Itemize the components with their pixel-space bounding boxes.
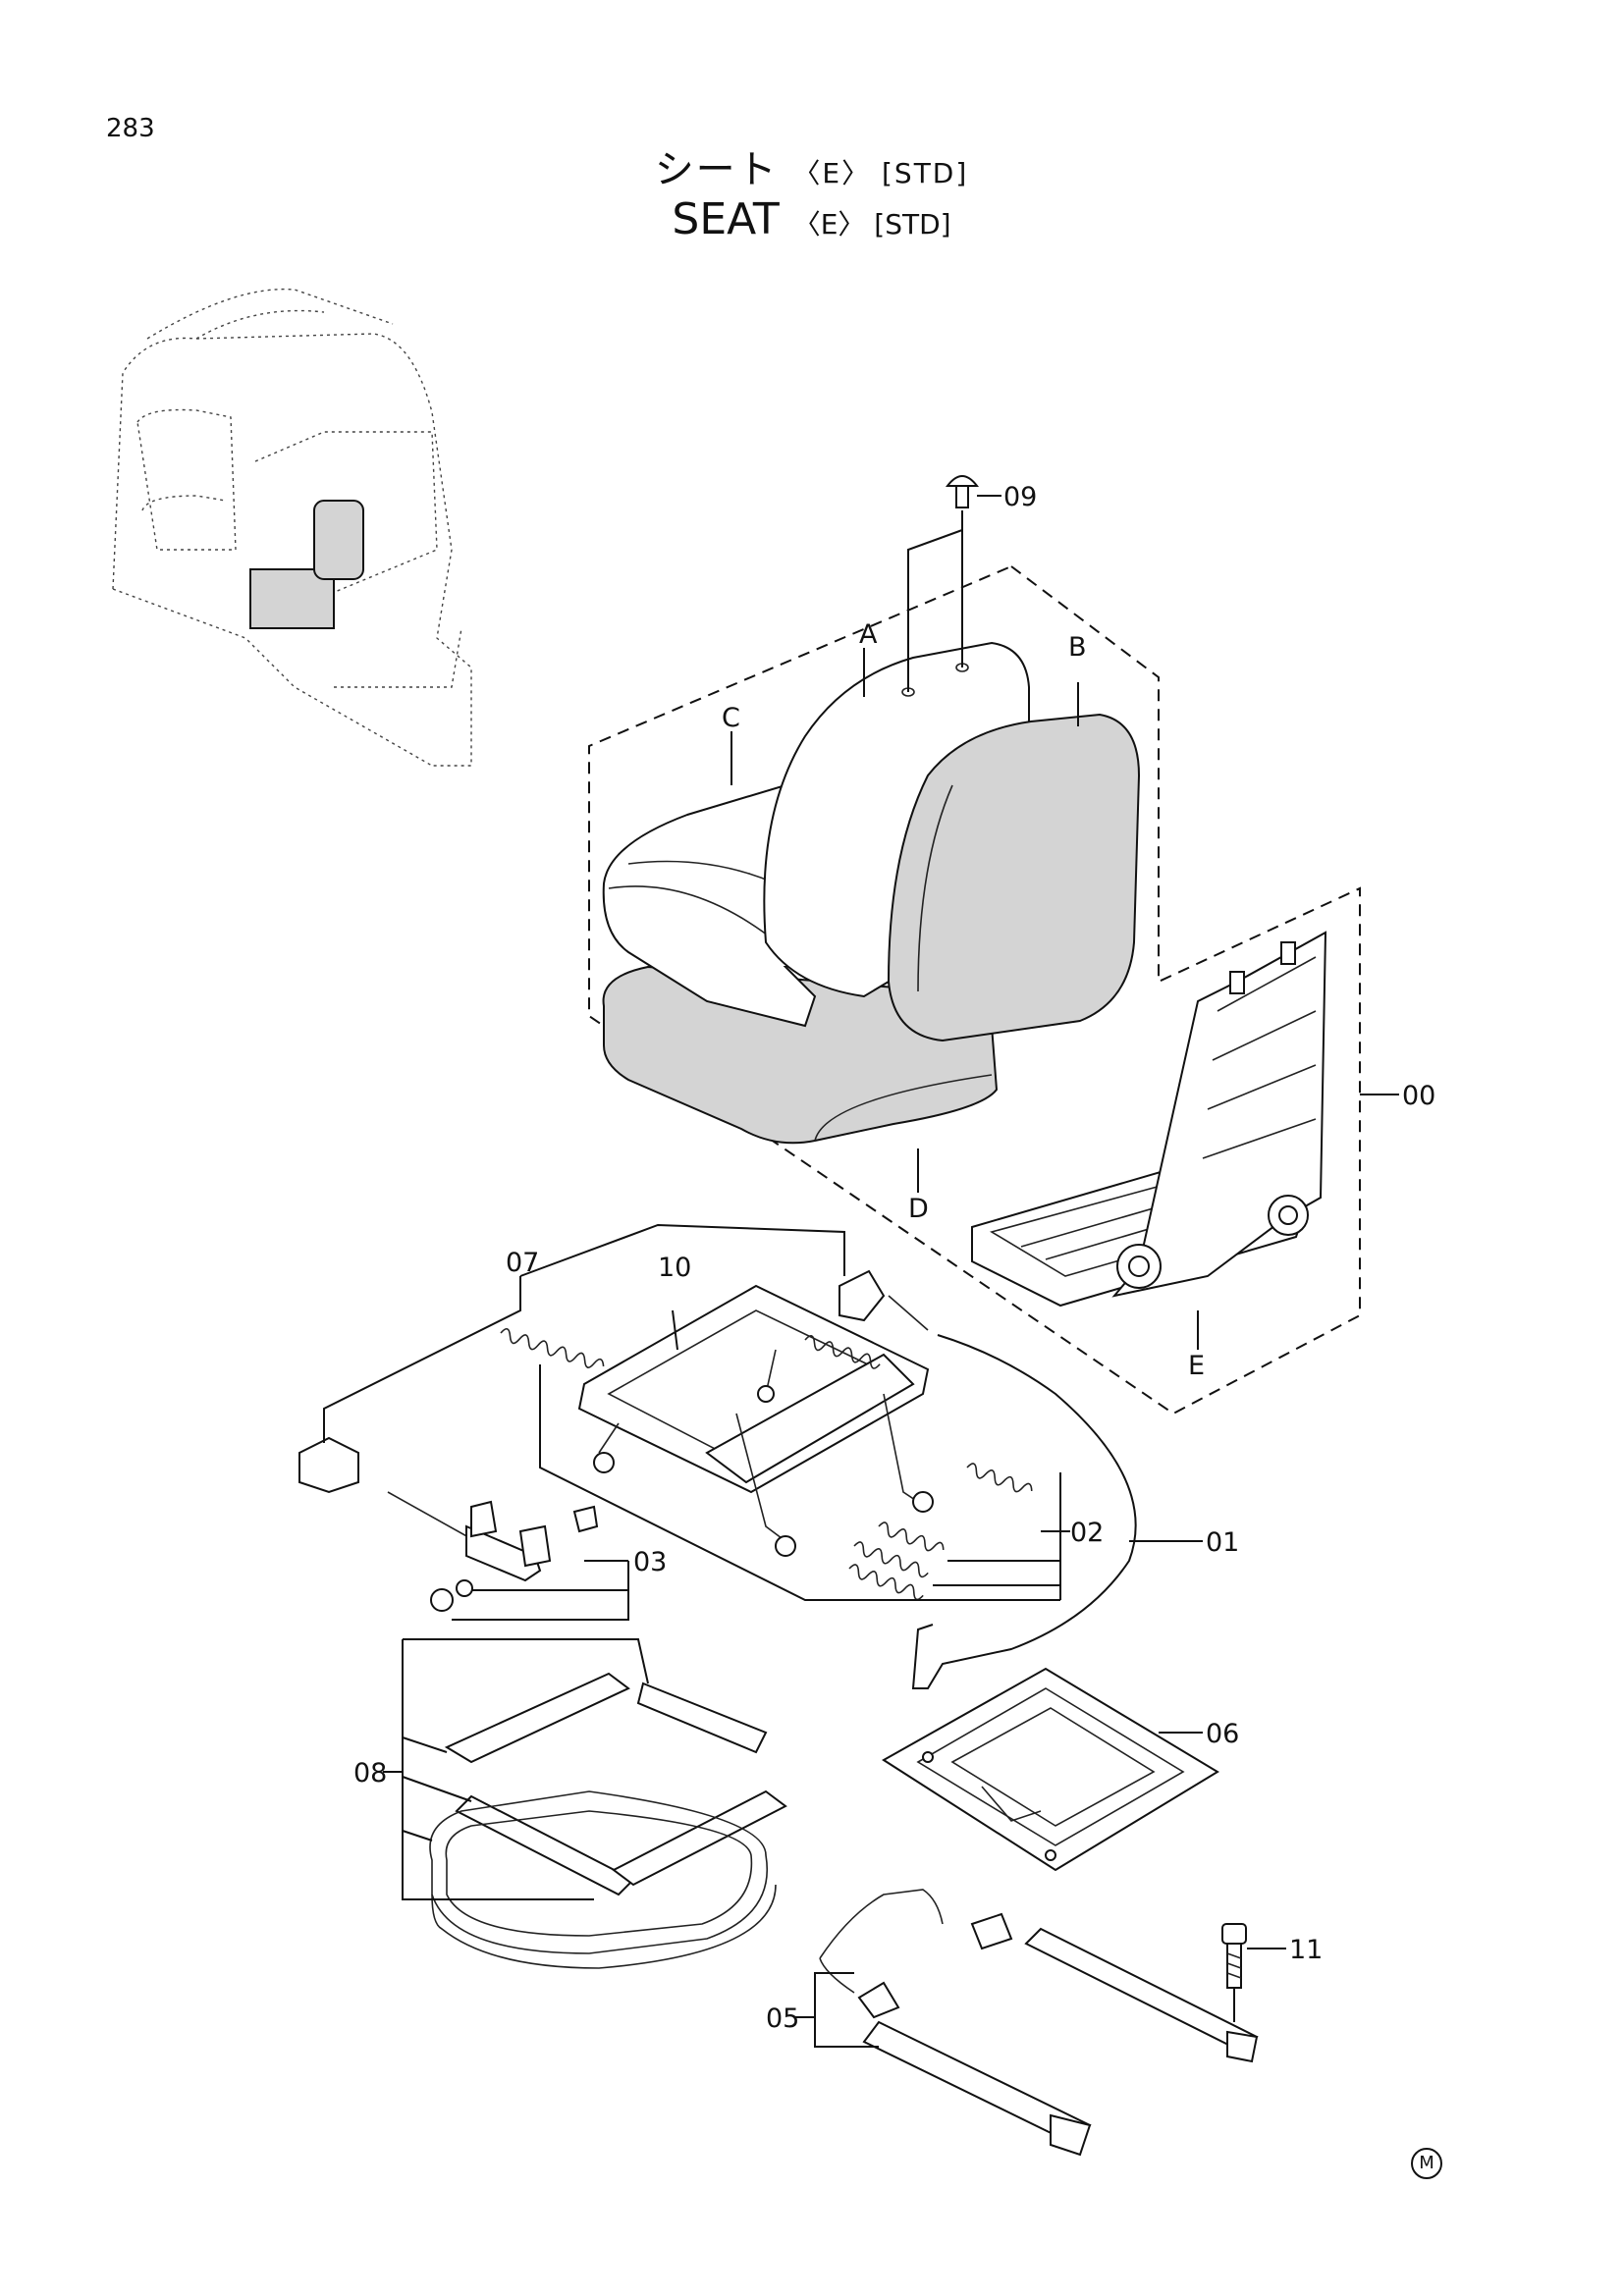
corner-mark: M <box>1411 2148 1442 2179</box>
cab-locator-sketch <box>112 288 472 767</box>
label-07: 07 <box>506 1248 539 1278</box>
title-ja-suffix: 〈E〉 [STD] <box>792 157 969 189</box>
label-09: 09 <box>1003 482 1037 512</box>
leader-lines <box>323 495 1399 2048</box>
seat-frame <box>971 931 1327 1308</box>
label-02: 02 <box>1070 1518 1104 1548</box>
title-japanese: シート 〈E〉 [STD] <box>0 137 1623 194</box>
socket-bolt <box>1221 1923 1247 1989</box>
title-english: SEAT 〈E〉 [STD] <box>0 194 1623 244</box>
label-C: C <box>722 703 740 733</box>
cab-seat-highlight <box>249 568 335 629</box>
label-B: B <box>1068 632 1087 663</box>
label-03: 03 <box>633 1547 667 1577</box>
bracket-hardware <box>387 1491 599 1612</box>
title-ja-main: シート <box>654 147 779 192</box>
label-06: 06 <box>1206 1719 1239 1749</box>
slide-rails <box>819 1889 1259 2157</box>
label-05: 05 <box>766 2003 799 2034</box>
label-11: 11 <box>1289 1935 1323 1965</box>
headrest-bolt <box>907 475 1001 692</box>
suspension-mechanism <box>577 1284 934 1557</box>
part-labels: 09 00 01 02 03 05 06 07 08 10 11 A B C D… <box>353 482 1435 2034</box>
label-10: 10 <box>658 1253 691 1283</box>
label-00: 00 <box>1402 1081 1435 1111</box>
title-en-suffix: 〈E〉 [STD] <box>792 208 951 240</box>
backrest-cushion <box>887 713 1141 1042</box>
label-D: D <box>908 1194 929 1224</box>
rubber-blocks <box>298 1269 886 1494</box>
seat-assembly-boundary <box>588 564 1361 1415</box>
springs <box>500 1328 1033 1601</box>
label-08: 08 <box>353 1758 387 1789</box>
label-01: 01 <box>1206 1527 1239 1558</box>
slide-base <box>882 1667 1219 1872</box>
release-cable <box>888 1295 1137 1689</box>
page-number: 283 <box>106 114 155 143</box>
label-A: A <box>859 619 878 650</box>
mounting-plates <box>429 1672 787 1969</box>
label-E: E <box>1188 1351 1205 1381</box>
title-en-main: SEAT <box>672 194 780 244</box>
